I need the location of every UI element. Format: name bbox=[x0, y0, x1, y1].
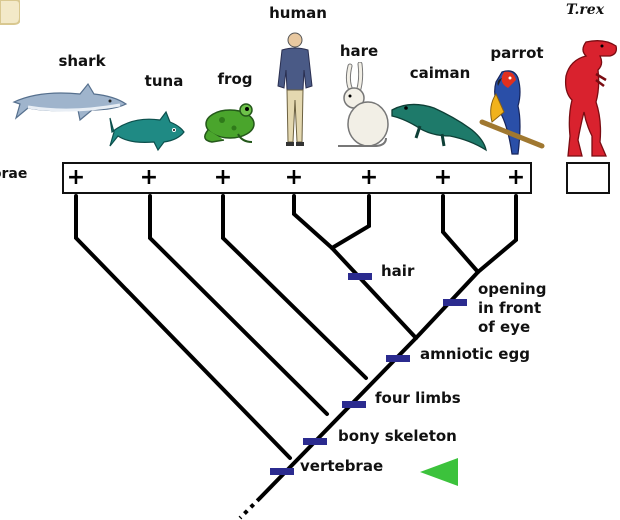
taxon-label-frog: frog bbox=[217, 70, 253, 88]
plus-mark-frog: + bbox=[213, 165, 233, 190]
branch-frog bbox=[221, 194, 368, 380]
trait-bar-opening-eye bbox=[443, 299, 467, 306]
taxon-label-caiman: caiman bbox=[409, 64, 471, 82]
branch-shark bbox=[74, 194, 292, 460]
trait-bar-amniotic-egg bbox=[386, 355, 410, 362]
taxon-label-trex: T.rex bbox=[565, 2, 605, 18]
trait-label-vertebrae: vertebrae bbox=[300, 457, 384, 475]
human-illustration bbox=[277, 32, 313, 146]
trait-label-bony-skeleton: bony skeleton bbox=[338, 427, 457, 445]
parrot-illustration bbox=[479, 70, 545, 155]
taxon-label-shark: shark bbox=[58, 52, 106, 70]
branch-caiman bbox=[441, 194, 480, 274]
character-box bbox=[62, 162, 532, 194]
plus-mark-hare: + bbox=[359, 165, 379, 190]
pointer-arrow-icon bbox=[420, 458, 458, 486]
trait-bar-bony-skeleton bbox=[303, 438, 327, 445]
branch-tuna bbox=[148, 194, 329, 416]
trait-bar-hair bbox=[348, 273, 372, 280]
branch-hare bbox=[330, 194, 371, 250]
plus-mark-caiman: + bbox=[433, 165, 453, 190]
plus-mark-shark: + bbox=[66, 165, 86, 190]
stem-dotted-base bbox=[238, 496, 262, 520]
plus-mark-tuna: + bbox=[139, 165, 159, 190]
branch-mammal-stem bbox=[330, 246, 418, 340]
trait-bar-vertebrae bbox=[270, 468, 294, 475]
taxon-label-tuna: tuna bbox=[144, 72, 184, 90]
trait-label-opening-in-front-of-eye: opening in front of eye bbox=[478, 280, 547, 336]
shark-illustration bbox=[12, 82, 128, 122]
hare-illustration bbox=[338, 62, 389, 147]
plus-mark-parrot: + bbox=[506, 165, 526, 190]
taxon-label-hare: hare bbox=[339, 42, 379, 60]
trex-illustration bbox=[564, 40, 618, 157]
branch-parrot bbox=[476, 194, 518, 274]
character-row-label: ebrae bbox=[0, 166, 28, 182]
frog-illustration bbox=[204, 103, 255, 143]
caiman-illustration bbox=[391, 103, 487, 152]
tuna-illustration bbox=[109, 110, 185, 152]
taxon-label-human: human bbox=[269, 4, 327, 22]
trex-character-box bbox=[566, 162, 610, 194]
trait-label-four-limbs: four limbs bbox=[375, 389, 461, 407]
trait-bar-four-limbs bbox=[342, 401, 366, 408]
taxon-label-parrot: parrot bbox=[490, 44, 544, 62]
plus-mark-human: + bbox=[284, 165, 304, 190]
trait-label-hair: hair bbox=[381, 262, 415, 280]
branch-human bbox=[292, 194, 334, 250]
trait-label-amniotic-egg: amniotic egg bbox=[420, 345, 530, 363]
